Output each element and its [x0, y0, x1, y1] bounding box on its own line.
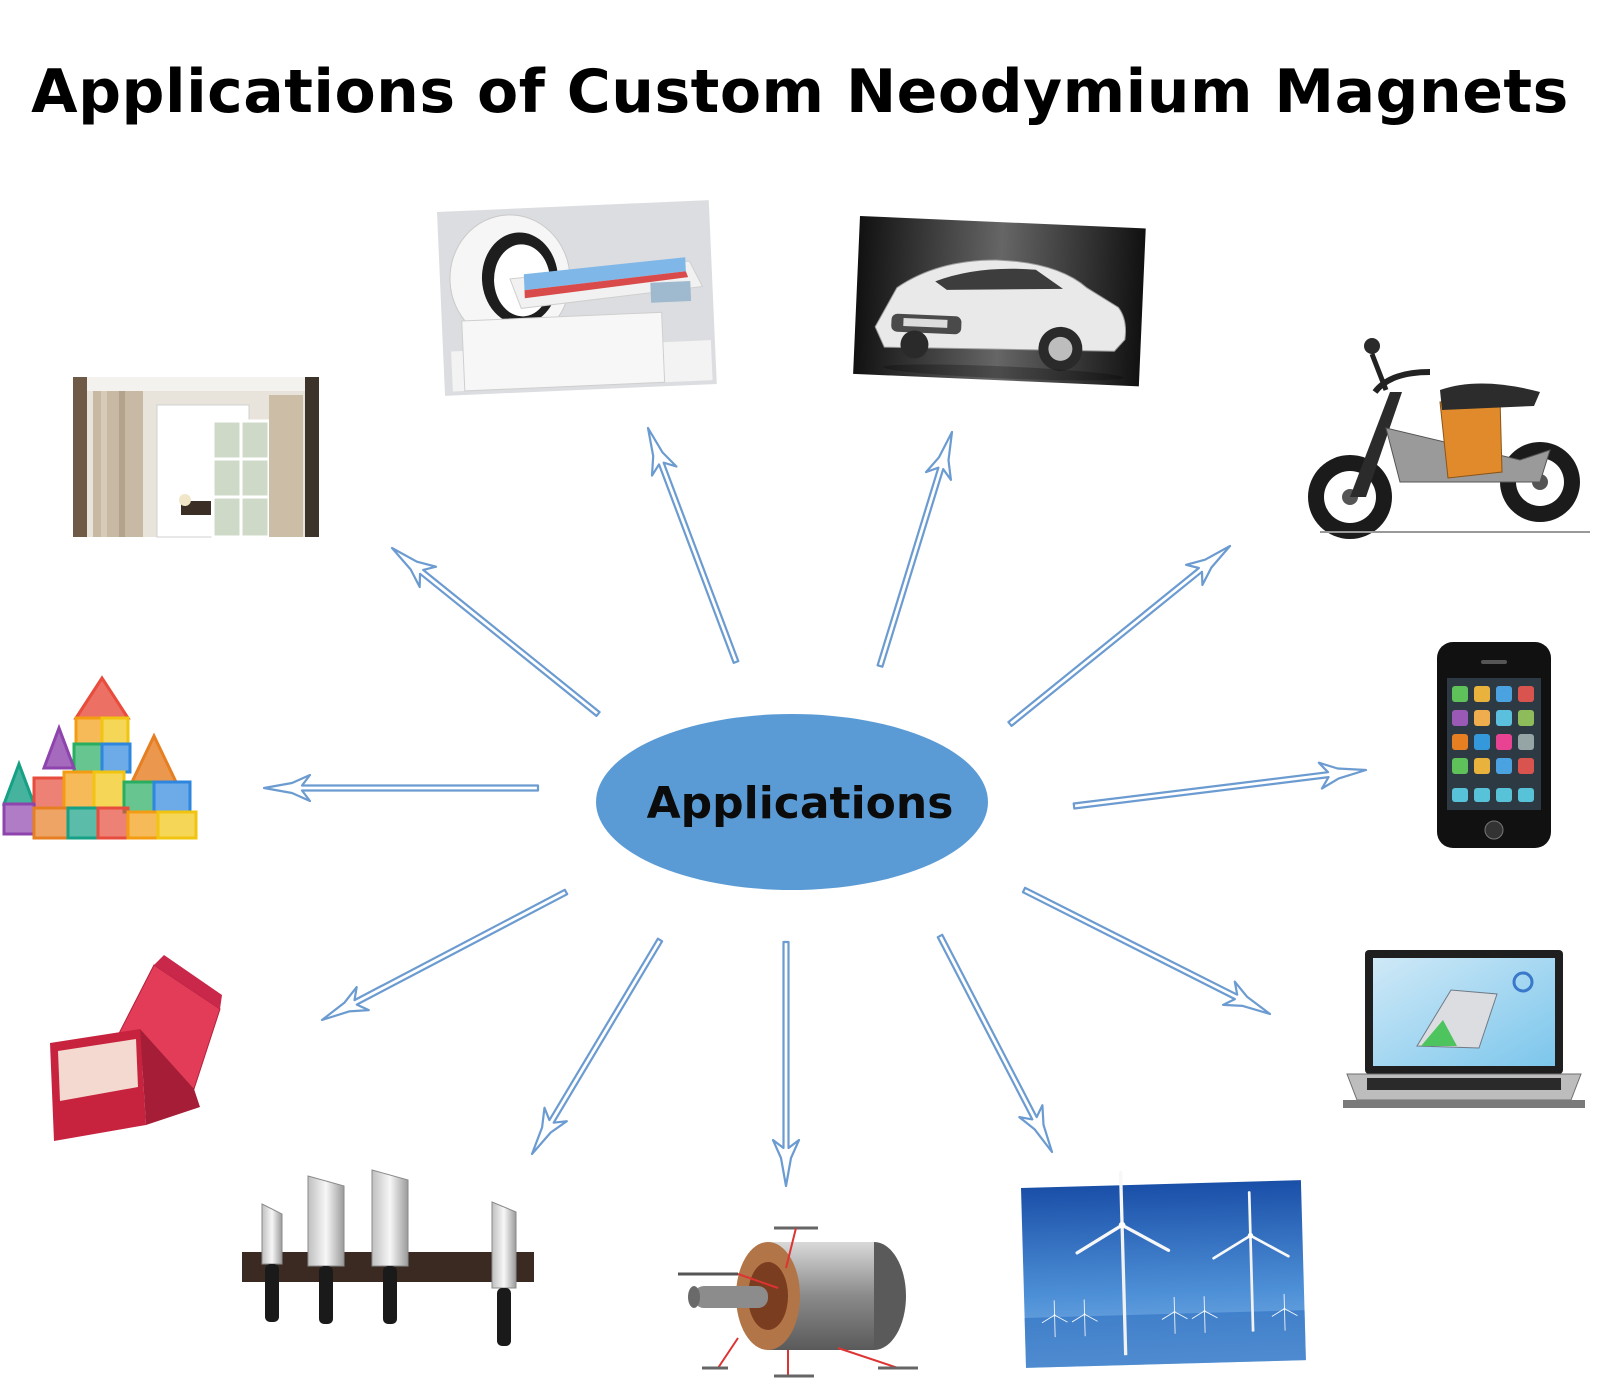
dock-tile [1496, 788, 1512, 802]
app-tile [1452, 734, 1468, 750]
electric-scooter-icon [1308, 338, 1590, 539]
block-piece [66, 806, 100, 840]
connector-arrow [530, 937, 664, 1156]
connector-arrow [646, 426, 740, 665]
curtains-icon [73, 377, 319, 539]
hub-label: Applications [647, 778, 954, 829]
block-piece [41, 723, 77, 770]
dock-tile [1452, 788, 1468, 802]
block-piece [96, 806, 130, 840]
wind-turbine [1161, 1296, 1188, 1334]
block-piece [100, 742, 132, 774]
wind-turbine [1071, 1299, 1098, 1337]
connector-arrows [262, 426, 1368, 1188]
connector-arrow [320, 888, 569, 1022]
dock-tile [1518, 788, 1534, 802]
app-tile [1452, 710, 1468, 726]
wind-turbine [1191, 1296, 1218, 1333]
connector-arrow [390, 546, 601, 718]
app-tile [1518, 686, 1534, 702]
app-tile [1452, 758, 1468, 774]
connector-arrow [1007, 544, 1232, 728]
magnetic-knife-rack-icon [242, 1169, 534, 1346]
connector-arrow [1021, 886, 1272, 1016]
block-piece [92, 770, 126, 810]
app-tile [1518, 734, 1534, 750]
app-tile [1518, 710, 1534, 726]
block-piece [62, 770, 96, 810]
wind-turbine [1075, 1170, 1171, 1356]
knife-group [261, 1169, 517, 1346]
sports-car-icon [853, 216, 1146, 387]
gift-box-icon [50, 955, 222, 1141]
block-piece [1, 759, 37, 806]
app-tile [1474, 710, 1490, 726]
knife [491, 1201, 517, 1346]
mri-scanner-icon [437, 200, 717, 396]
hub-ellipse [596, 714, 988, 890]
wind-turbine [1212, 1191, 1290, 1332]
connector-arrow [771, 940, 801, 1188]
hub-node: Applications [596, 714, 988, 890]
block-piece [74, 716, 104, 746]
connector-arrow [262, 773, 540, 803]
block-piece [129, 732, 179, 784]
block-piece [32, 806, 70, 840]
block-group [1, 675, 198, 840]
app-tile [1496, 758, 1512, 774]
smartphone-app-grid [1452, 686, 1534, 802]
block-piece [2, 802, 36, 836]
electric-motor-icon [678, 1226, 918, 1378]
app-tile [1496, 734, 1512, 750]
app-tile [1496, 710, 1512, 726]
block-piece [73, 675, 131, 720]
block-piece [72, 742, 104, 774]
app-tile [1496, 686, 1512, 702]
wind-turbine [1041, 1300, 1068, 1338]
connector-arrow [876, 430, 954, 668]
wind-turbine [1271, 1293, 1298, 1331]
block-piece [100, 716, 130, 746]
block-piece [152, 780, 192, 814]
knife [261, 1203, 283, 1322]
connector-arrow [936, 933, 1054, 1154]
app-tile [1518, 758, 1534, 774]
connector-arrow [1072, 761, 1368, 810]
block-piece [156, 810, 198, 840]
page-title: Applications of Custom Neodymium Magnets [31, 57, 1569, 127]
dock-tile [1474, 788, 1490, 802]
app-tile [1452, 686, 1468, 702]
block-piece [126, 810, 160, 840]
magnetic-building-blocks-icon [1, 675, 198, 840]
laptop-icon [1343, 950, 1585, 1108]
app-tile [1474, 686, 1490, 702]
knife [371, 1169, 409, 1324]
turbine-group [1041, 1170, 1298, 1356]
app-tile [1474, 758, 1490, 774]
knife [307, 1175, 345, 1324]
app-tile [1474, 734, 1490, 750]
wind-turbines-icon [1020, 1170, 1306, 1368]
block-piece [32, 776, 66, 810]
